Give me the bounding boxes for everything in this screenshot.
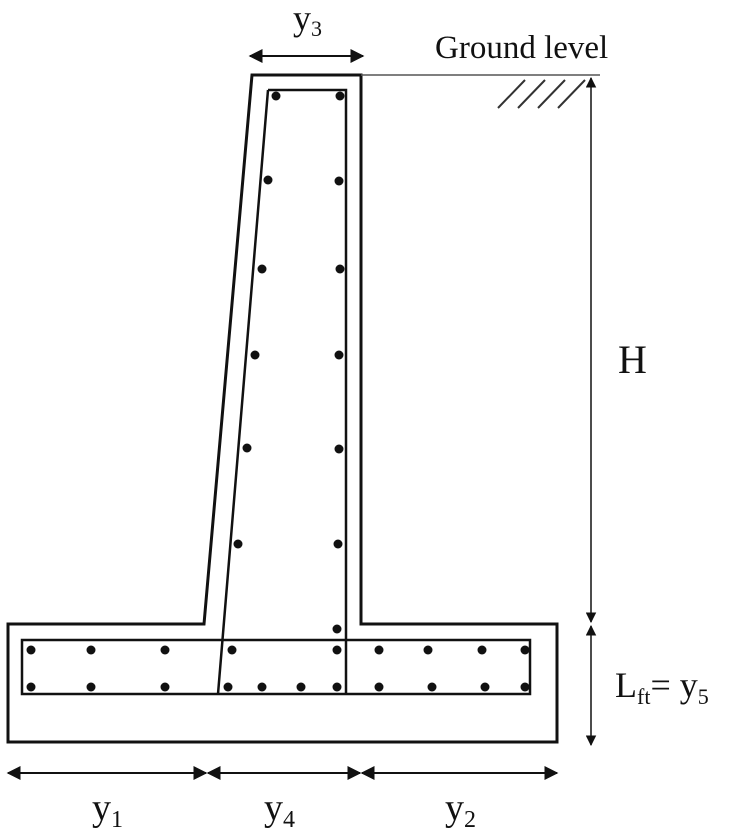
rebar-dot [427,682,437,692]
rebar-dot [335,91,345,101]
rebar-dot [374,682,384,692]
rebar-dot [160,645,170,655]
footing-reinforcement-outline [20,638,532,696]
label-y2: y2 [445,787,476,833]
label-y3: y3 [293,0,322,41]
rebar-dot [86,682,96,692]
rebar-dot [233,539,243,549]
rebar-dot [86,645,96,655]
rebar-dot [334,444,344,454]
rebar-dot [334,176,344,186]
rebar-dot [332,645,342,655]
ground-level-label: Ground level [435,30,608,66]
rebar-dot [257,264,267,274]
rebar-dot [26,682,36,692]
rebar-dot [223,682,233,692]
rebar-dot [227,645,237,655]
rebar-dot [333,539,343,549]
rebar-dot [477,645,487,655]
rebar-dot [423,645,433,655]
rebar-dot [334,350,344,360]
label-lft: Lft= y5 [615,665,709,709]
rebar-dot [332,624,342,634]
stem-reinforcement-outline [216,88,348,695]
rebar-dot [26,645,36,655]
rebar-dot [296,682,306,692]
rebar-dot [520,682,530,692]
rebar-dot [480,682,490,692]
wall-concrete-outline [6,73,559,744]
label-h: H [618,337,647,382]
ground-hatch [497,79,586,109]
rebar-dot [263,175,273,185]
rebar-dot [242,443,252,453]
rebar-dot [271,91,281,101]
rebar-dot [374,645,384,655]
rebar-dots [26,91,530,692]
rebar-dot [335,264,345,274]
rebar-dot [520,645,530,655]
rebar-dot [332,682,342,692]
rebar-dot [250,350,260,360]
label-y1: y1 [92,787,123,833]
label-y4: y4 [264,787,295,833]
rebar-dot [160,682,170,692]
rebar-dot [257,682,267,692]
